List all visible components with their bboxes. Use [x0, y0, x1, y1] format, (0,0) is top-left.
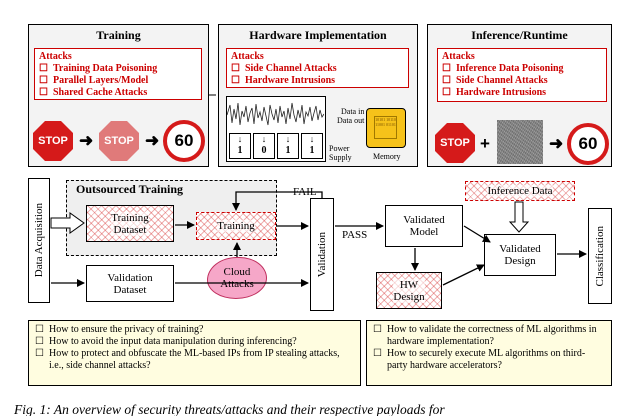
- bit-cell: ↓ 1: [277, 133, 299, 159]
- speed-limit-sign-icon: 60: [567, 123, 609, 165]
- data-acquisition-box: Data Acquisition: [28, 178, 50, 303]
- validated-design-box: Validated Design: [484, 234, 556, 276]
- power-trace-display: ↓ 1 ↓ 0 ↓ 1 ↓ 1: [226, 96, 326, 162]
- hardware-attack-item: Hardware Intrusions: [231, 75, 404, 87]
- hw-design-box: HW Design: [376, 272, 442, 309]
- hardware-attacks-box: Attacks Side Channel Attacks Hardware In…: [226, 48, 409, 88]
- validation-label: Validation: [316, 231, 328, 278]
- bit-cell: ↓ 1: [301, 133, 323, 159]
- inference-attack-item: Inference Data Poisoning: [442, 63, 602, 75]
- training-attacks-heading: Attacks: [39, 51, 72, 62]
- inference-panel: Inference/Runtime Attacks Inference Data…: [427, 24, 612, 167]
- inference-attack-item: Side Channel Attacks: [442, 75, 602, 87]
- questions-right-box: How to validate the correctness of ML al…: [366, 320, 612, 386]
- noise-pattern-image: [497, 120, 543, 164]
- memory-label: Memory: [373, 152, 401, 161]
- inference-data-box: Inference Data: [465, 181, 575, 201]
- question-item: How to securely execute ML algorithms on…: [373, 348, 605, 372]
- question-item: How to protect and obfuscate the ML-base…: [35, 348, 354, 372]
- hardware-attack-item: Side Channel Attacks: [231, 63, 404, 75]
- stop-sign-icon: STOP: [33, 121, 73, 161]
- question-item: How to ensure the privacy of training?: [35, 324, 354, 336]
- arrow-right-icon: ➜: [549, 134, 564, 153]
- question-item: How to validate the correctness of ML al…: [373, 324, 605, 348]
- questions-left-box: How to ensure the privacy of training? H…: [28, 320, 361, 386]
- inference-attack-item: Hardware Intrusions: [442, 87, 602, 99]
- hardware-panel: Hardware Implementation Attacks Side Cha…: [218, 24, 418, 167]
- inference-attacks-box: Attacks Inference Data Poisoning Side Ch…: [437, 48, 607, 102]
- hollow-arrow-to-design: [508, 201, 530, 233]
- inference-panel-title: Inference/Runtime: [471, 28, 568, 42]
- arrow-right-icon: ➜: [145, 131, 160, 150]
- data-acquisition-label: Data Acquisition: [33, 203, 45, 278]
- inference-attacks-heading: Attacks: [442, 51, 475, 62]
- training-attack-item: Training Data Poisoning: [39, 63, 197, 75]
- training-dataset-box: Training Dataset: [86, 205, 174, 242]
- training-attack-item: Parallel Layers/Model: [39, 75, 197, 87]
- cloud-attacks-shape: Cloud Attacks: [207, 257, 267, 299]
- arrow-right-icon: ➜: [79, 131, 94, 150]
- power-trace-waveform: [227, 102, 324, 126]
- bit-cell: ↓ 0: [253, 133, 275, 159]
- arrow-hw-to-design: [442, 264, 485, 286]
- hardware-panel-title: Hardware Implementation: [249, 28, 387, 42]
- question-item: How to avoid the input data manipulation…: [35, 336, 354, 348]
- memory-chip-icon: 10101 10110 11001 01101: [366, 108, 406, 148]
- data-io-label: Data in Data out: [337, 107, 365, 125]
- validation-dataset-box: Validation Dataset: [86, 265, 174, 302]
- training-panel-title: Training: [96, 28, 141, 42]
- training-attacks-box: Attacks Training Data Poisoning Parallel…: [34, 48, 202, 100]
- classification-label: Classification: [594, 225, 606, 287]
- speed-limit-sign-icon: 60: [163, 120, 205, 162]
- validation-box: Validation: [310, 198, 334, 311]
- pass-label: PASS: [342, 229, 368, 241]
- figure-caption: Fig. 1: An overview of security threats/…: [14, 402, 445, 416]
- stop-sign-icon: STOP: [435, 123, 475, 163]
- training-panel: Training Attacks Training Data Poisoning…: [28, 24, 209, 167]
- stop-sign-icon: STOP: [99, 121, 139, 161]
- power-supply-label: Power Supply: [329, 144, 352, 162]
- plus-icon: +: [480, 134, 490, 153]
- classification-box: Classification: [588, 208, 612, 304]
- hardware-attacks-heading: Attacks: [231, 51, 264, 62]
- training-box: Training: [196, 212, 276, 240]
- fail-label: FAIL: [293, 186, 317, 198]
- outsourced-training-title: Outsourced Training: [76, 182, 184, 196]
- training-attack-item: Shared Cache Attacks: [39, 87, 197, 99]
- validated-model-box: Validated Model: [385, 205, 463, 247]
- bit-cell: ↓ 1: [229, 133, 251, 159]
